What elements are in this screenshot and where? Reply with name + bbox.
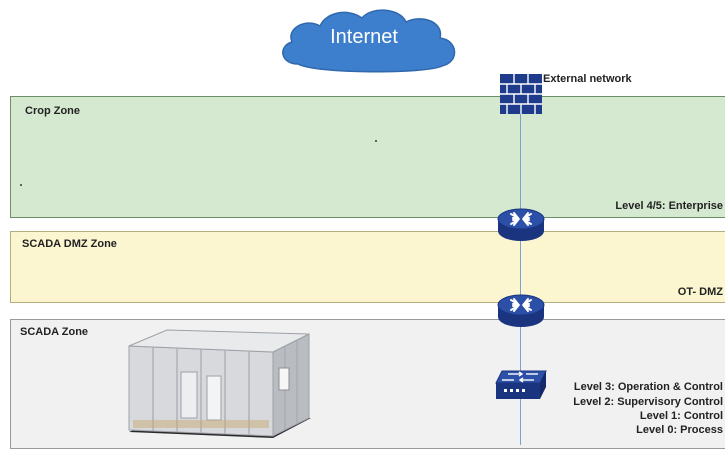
external-network-label: External network bbox=[543, 73, 632, 85]
scada-dmz-zone bbox=[10, 231, 725, 303]
corp-zone-title: Crop Zone bbox=[25, 105, 80, 117]
internet-cloud-icon bbox=[282, 9, 456, 73]
level-0-label: Level 0: Process bbox=[636, 424, 723, 436]
internet-label: Internet bbox=[330, 26, 398, 48]
firewall-icon bbox=[500, 74, 542, 114]
level-1-label: Level 1: Control bbox=[639, 410, 723, 422]
level-2-label: Level 2: Supervisory Control bbox=[573, 396, 723, 408]
router-icon bbox=[497, 208, 545, 241]
level-enterprise-label: Level 4/5: Enterprise bbox=[615, 200, 723, 212]
scada-dmz-zone-title: SCADA DMZ Zone bbox=[22, 238, 117, 250]
level-ot-dmz-label: OT- DMZ bbox=[677, 286, 723, 298]
scada-zone-title: SCADA Zone bbox=[20, 326, 89, 338]
network-link-line bbox=[520, 95, 521, 445]
router-icon bbox=[497, 294, 545, 327]
switch-icon bbox=[495, 370, 547, 399]
equipment-enclosure-image bbox=[128, 329, 311, 438]
level-3-label: Level 3: Operation & Control bbox=[573, 381, 723, 393]
speck bbox=[20, 184, 22, 186]
corp-zone bbox=[10, 96, 725, 218]
speck bbox=[375, 140, 377, 142]
